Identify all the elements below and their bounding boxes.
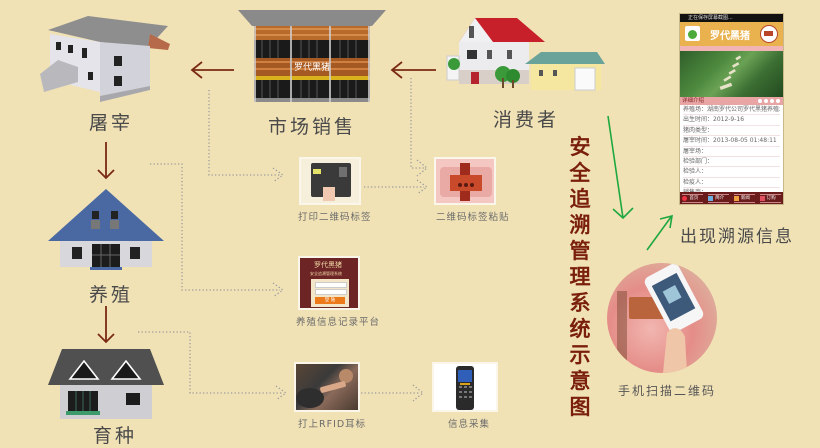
nav-home-label: 首页	[689, 196, 699, 201]
rfid-tagging-photo-icon	[296, 369, 353, 408]
node-trace-info: 出现溯源信息	[680, 227, 794, 247]
scan-photo	[607, 263, 717, 373]
node-slaughter: 屠宰	[89, 112, 134, 134]
phone-logo-icon	[685, 26, 700, 41]
login-button[interactable]: 登 陆	[315, 297, 345, 304]
arrow-consumer-to-scan	[607, 115, 624, 219]
info-row: 出生时间：2012-9-16	[683, 115, 780, 126]
stick-qr-thumbnail	[434, 157, 496, 205]
info-row: 猪肉类型：	[683, 126, 780, 137]
phone-scanning-qr-icon	[617, 263, 704, 373]
phone-seal-icon	[760, 25, 778, 43]
step-record-platform: 养殖信息记录平台	[296, 317, 381, 328]
phone-section-header: 详细介绍	[680, 97, 783, 105]
nav-intro-label: 简介	[715, 196, 725, 201]
title-char: 理	[569, 264, 591, 289]
pork-package-icon	[440, 163, 492, 201]
node-seeding: 育种	[93, 425, 138, 447]
farm-aerial-photo	[680, 51, 783, 97]
title-char: 溯	[569, 212, 591, 237]
info-row: 屠宰场：	[683, 147, 780, 157]
market-sign: 罗代黑猪	[294, 61, 330, 73]
info-row: 检疫人：	[683, 178, 780, 189]
title-char: 安	[569, 134, 591, 159]
phone-section-title: 详细介绍	[682, 98, 705, 104]
node-market: 市场销售	[268, 116, 357, 138]
print-qr-thumbnail	[299, 157, 361, 205]
password-input[interactable]	[315, 289, 347, 295]
step-collect: 信息采集	[448, 419, 491, 430]
phone-info-list: 养殖场：湖南罗代公司罗代黑猪养殖场 出生时间：2012-9-16 猪肉类型： 屠…	[680, 105, 783, 199]
info-row: 检验部门：	[683, 157, 780, 168]
handheld-scanner-icon	[456, 366, 474, 410]
info-row: 养殖场：湖南罗代公司罗代黑猪养殖场	[683, 105, 780, 116]
farm-buildings-icon	[719, 55, 742, 91]
title-char: 系	[569, 290, 591, 315]
diagram-title: 安全追溯管理系统示意图	[562, 134, 598, 420]
nav-home-button[interactable]: 首页	[682, 193, 704, 203]
nav-news-button[interactable]: 新闻	[733, 193, 755, 203]
node-breeding: 养殖	[89, 284, 134, 306]
record-platform-thumbnail[interactable]: 罗代黑猪 安全追溯管理系统 登 陆	[298, 256, 360, 310]
breeding-house-icon	[48, 189, 164, 270]
title-char: 示	[569, 342, 591, 367]
phone-pink-strip	[680, 46, 783, 51]
seeding-house-icon	[48, 349, 164, 419]
arrow-scan-to-trace	[646, 216, 672, 251]
nav-news-label: 新闻	[740, 196, 750, 201]
phone-status-bar: 正在保存屏幕截图...	[680, 14, 783, 22]
carousel-dots[interactable]	[758, 99, 780, 103]
nav-order-button[interactable]: 订购	[759, 193, 781, 203]
node-consumer: 消费者	[493, 109, 560, 131]
login-brand: 罗代黑猪	[314, 261, 342, 269]
node-scan: 手机扫描二维码	[618, 384, 717, 398]
title-char: 统	[569, 316, 591, 341]
phone-trace-screen: 正在保存屏幕截图... 罗代黑猪 详细介绍 养殖场：湖南罗代公司罗代黑猪养殖场 …	[680, 14, 783, 204]
phone-brand: 罗代黑猪	[710, 31, 750, 42]
title-char: 图	[569, 394, 591, 419]
rfid-tag-thumbnail	[294, 362, 360, 412]
info-row: 屠宰时间：2013-08-05 01:48:11	[683, 136, 780, 147]
step-stick-qr: 二维码标签粘贴	[436, 212, 510, 223]
login-subtitle: 安全追溯管理系统	[310, 271, 342, 276]
slaughterhouse-building-icon	[40, 16, 170, 102]
phone-banner: 罗代黑猪	[680, 22, 783, 46]
collect-thumbnail	[432, 362, 498, 412]
title-char: 追	[569, 186, 591, 211]
title-char: 全	[569, 160, 591, 185]
phone-bottom-nav: 首页 简介 新闻 订购	[680, 192, 783, 204]
step-print-qr: 打印二维码标签	[298, 212, 372, 223]
label-printer-icon	[311, 163, 351, 201]
consumer-houses-icon	[446, 18, 605, 91]
info-row: 检验人：	[683, 167, 780, 178]
step-rfid-tag: 打上RFID耳标	[298, 419, 367, 430]
title-char: 意	[569, 368, 591, 393]
login-form: 登 陆	[311, 279, 349, 307]
nav-order-label: 订购	[766, 196, 776, 201]
title-char: 管	[569, 238, 591, 263]
username-input[interactable]	[315, 282, 347, 288]
market-building-icon: 罗代黑猪	[238, 10, 386, 102]
nav-intro-button[interactable]: 简介	[708, 193, 730, 203]
